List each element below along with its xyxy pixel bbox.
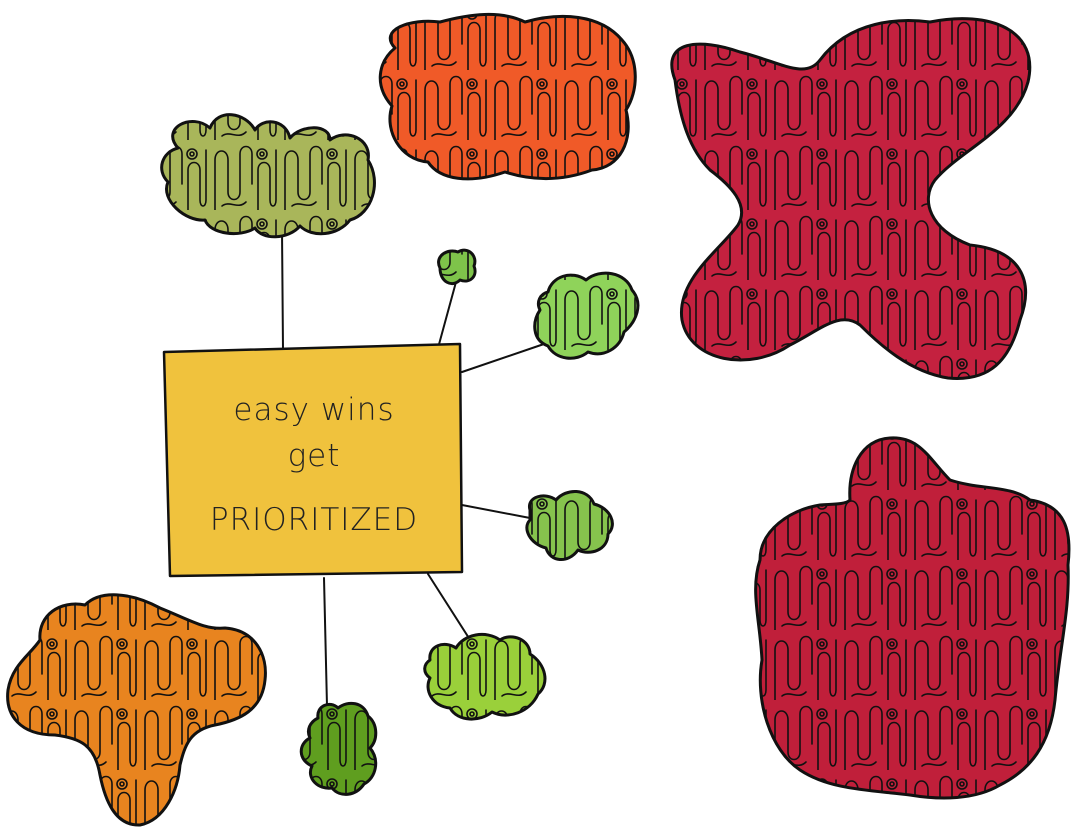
lime-blob: [423, 632, 547, 721]
connector-olive: [281, 229, 284, 351]
connector-light-green: [461, 343, 545, 373]
red-x-blob: [670, 17, 1032, 380]
connectors: [281, 229, 545, 707]
connector-green-small: [461, 504, 531, 519]
center-note: easy wins get PRIORITIZED: [162, 342, 464, 578]
connector-tiny-green: [437, 281, 457, 349]
tiny-green-blob: [437, 248, 477, 285]
red-large-blob: [754, 436, 1071, 800]
green-small-blob: [525, 490, 614, 561]
orange-bottom-blob: [6, 593, 267, 827]
light-green-blob: [533, 271, 640, 360]
note-line-1: easy wins: [233, 392, 394, 428]
small-olive-blob: [160, 113, 376, 239]
connector-dark-green: [323, 577, 328, 707]
note-card: [162, 342, 464, 578]
note-line-3: PRIORITIZED: [210, 502, 418, 538]
connector-lime: [427, 573, 475, 647]
dark-green-blob: [299, 701, 378, 796]
orange-top-blob: [378, 13, 637, 181]
note-line-2: get: [288, 438, 341, 474]
